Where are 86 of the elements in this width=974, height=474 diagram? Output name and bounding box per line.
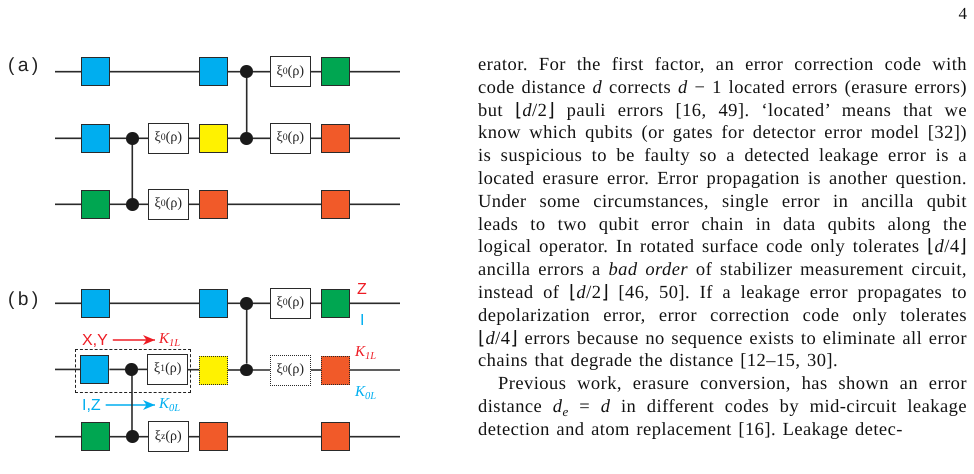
- wire: [252, 302, 270, 304]
- gate-square: [80, 354, 110, 384]
- gate-square: [199, 57, 228, 86]
- wire: [110, 138, 126, 140]
- state-label: K$_{0L}$: [355, 384, 376, 401]
- gate-square: [321, 356, 350, 384]
- gate-square: [199, 356, 228, 384]
- wire: [188, 436, 199, 438]
- panel-label: (a): [8, 55, 42, 77]
- body-paragraph: erator. For the first factor, an error correction code with code distance d corrects d − 1 located errors (erasure errors) but ⌊d/2⌋ pauli errors [16, 49]. ‘located’ means that we know which qubits (or gates for detector error model [32]) is suspicious to be faulty so a detected leakage error is a located erasure error. Error propagation is another question. Under some circumstances, single error in ancilla qubit leads to two qubit error chain in data qubits along the logical operator. In rotated surface code only tolerates ⌊d/4⌋ ancilla errors a bad order of stabilizer measurement circuit, instead of ⌊d/2⌋ [46, 50]. If a leakage error propagates to depolarization error, error correction code only tolerates ⌊d/4⌋ errors because no sequence exists to eliminate all error chains that degrade the distance [12–15, 30].: [478, 54, 967, 374]
- control-dot: [125, 363, 138, 376]
- wire: [138, 368, 148, 370]
- control-dot: [240, 297, 253, 310]
- control-dot: [240, 132, 253, 145]
- control-line: [246, 78, 248, 132]
- control-dot: [126, 198, 139, 211]
- state-label: K$_{1L}$: [155, 331, 180, 348]
- wire: [55, 368, 80, 370]
- dashed-group-box: [75, 349, 191, 394]
- wire: [228, 204, 321, 206]
- body-paragraph: Previous work, erasure conversion, has shown an error distance d$_{e}$ = d in different codes by mid-circuit leakage detection and atom replacement [16]. Leakage detec-: [478, 373, 967, 442]
- error-type-label: I,Z: [81, 397, 106, 414]
- wire: [350, 302, 400, 304]
- wire: [109, 368, 126, 370]
- wire: [110, 70, 199, 72]
- gate-square: [81, 57, 110, 86]
- wire: [55, 204, 81, 206]
- wire: [55, 70, 81, 72]
- wire: [350, 70, 400, 72]
- wire: [188, 138, 199, 140]
- gate-square: [199, 422, 228, 452]
- wire: [188, 204, 199, 206]
- wire: [228, 436, 321, 438]
- error-label: I: [360, 312, 364, 330]
- control-dot: [126, 132, 139, 145]
- wire: [138, 436, 148, 438]
- wire: [310, 369, 321, 371]
- wire: [55, 302, 81, 304]
- control-dot: [126, 430, 139, 443]
- wire: [110, 204, 126, 206]
- state-label: K$_{1L}$: [355, 344, 376, 361]
- control-dot: [240, 364, 253, 376]
- gate-square: [81, 190, 110, 219]
- wire: [350, 369, 400, 371]
- gate-square: [199, 288, 228, 318]
- wire: [138, 138, 148, 140]
- control-line: [132, 144, 134, 198]
- control-dot: [240, 65, 253, 78]
- error-label: Z: [357, 281, 367, 299]
- state-label: K$_{0L}$: [155, 396, 180, 413]
- gate-square: [81, 124, 110, 153]
- arrow: [112, 335, 155, 345]
- wire: [110, 302, 199, 304]
- control-line: [246, 310, 248, 364]
- gate-square: [321, 57, 350, 86]
- wire: [138, 204, 148, 206]
- wire: [228, 70, 240, 72]
- gate-square: [199, 190, 228, 219]
- wire: [228, 369, 240, 371]
- page-number: 4: [958, 4, 967, 24]
- wire: [55, 138, 81, 140]
- wire: [252, 369, 270, 371]
- wire: [110, 436, 126, 438]
- panel-label: (b): [8, 289, 42, 311]
- wire: [188, 368, 199, 370]
- wire: [252, 70, 270, 72]
- error-type-label: X,Y: [81, 332, 113, 349]
- wire: [310, 138, 321, 140]
- wire: [228, 302, 240, 304]
- wire: [228, 138, 240, 140]
- wire: [350, 138, 400, 140]
- gate-square: [321, 190, 350, 219]
- wire: [310, 70, 321, 72]
- wire: [55, 436, 81, 438]
- gate-square: [81, 288, 110, 318]
- gate-square: [321, 288, 350, 318]
- wire: [350, 436, 400, 438]
- wire: [350, 204, 400, 206]
- gate-square: [81, 422, 110, 452]
- gate-square: [321, 422, 350, 452]
- wire: [310, 302, 321, 304]
- gate-square: [321, 124, 350, 153]
- wire: [252, 138, 270, 140]
- control-line: [131, 376, 133, 430]
- arrow: [106, 400, 155, 410]
- gate-square: [199, 124, 228, 153]
